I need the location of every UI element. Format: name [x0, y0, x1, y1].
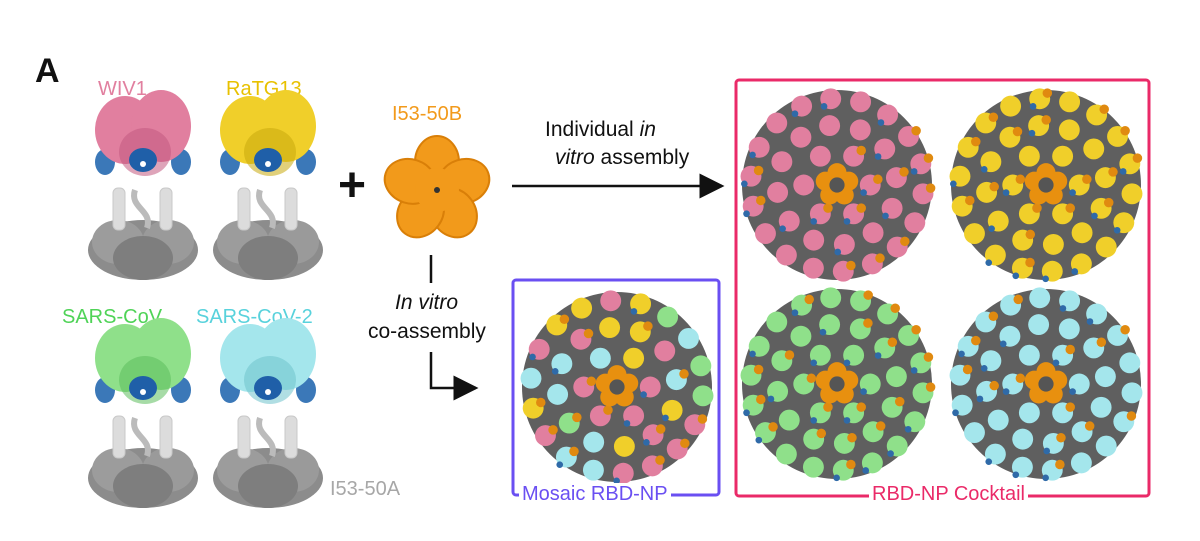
individual-assembly-line2: vitro assembly — [555, 146, 690, 169]
plus-sign: + — [338, 159, 367, 212]
mosaic-rbd-np — [520, 290, 714, 485]
label-i53-50b: I53-50B — [392, 103, 463, 125]
co-assembly-line2: co-assembly — [368, 320, 486, 343]
label-sars-cov: SARS-CoV — [62, 306, 163, 328]
co-assembly-line1: In vitro — [395, 291, 459, 314]
np-ratg13 — [949, 88, 1143, 283]
complex-sars-cov — [88, 318, 198, 508]
np-sars-cov — [740, 287, 936, 482]
complex-sars-cov-2 — [213, 318, 323, 508]
complex-ratg13 — [213, 90, 323, 280]
i53-50b-pentamer — [383, 135, 491, 239]
np-wiv1 — [740, 88, 936, 282]
mosaic-label: Mosaic RBD-NP — [519, 483, 671, 506]
label-i53-50a: I53-50A — [330, 478, 401, 500]
nanoparticles — [520, 88, 1143, 485]
individual-assembly-line1: Individual in — [545, 118, 656, 141]
cocktail-label: RBD-NP Cocktail — [869, 483, 1028, 506]
np-sars-cov-2 — [949, 287, 1143, 482]
strain-complexes — [88, 90, 323, 508]
complex-wiv1 — [88, 90, 198, 280]
panel-letter: A — [35, 52, 60, 90]
co-assembly-arrow — [429, 352, 479, 401]
label-wiv1: WIV1 — [98, 78, 147, 100]
